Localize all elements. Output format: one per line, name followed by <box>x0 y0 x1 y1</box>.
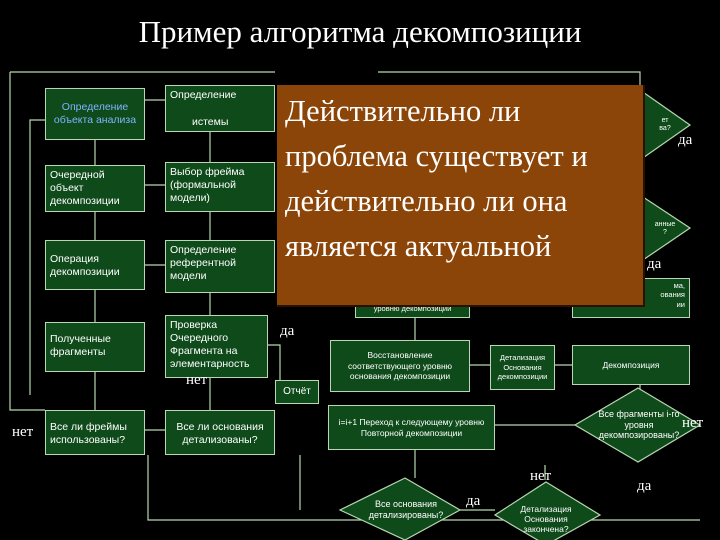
label-yes-all-fragments: да <box>637 478 652 494</box>
diamond-mid-right-text: анные ? <box>640 214 690 244</box>
restore-basis-box: Восстановление соответствующего уровню о… <box>330 340 470 392</box>
callout-line-1: Действительно ли <box>285 94 521 128</box>
diamond-bases-detailed <box>338 477 462 540</box>
detail-basis-box: Детализация Основания декомпозиции <box>490 345 555 390</box>
reference-model-box: Определение референтной модели <box>165 240 275 293</box>
next-level-box: i=i+1 Переход к следующему уровню Повтор… <box>328 405 495 450</box>
callout-line-3: действительно ли она <box>285 184 568 218</box>
label-yes-bases: да <box>466 493 481 509</box>
label-no-all-fragments: нет <box>682 415 704 431</box>
frame-choice-box: Выбор фрейма (формальной модели) <box>165 162 275 212</box>
slide-title: Пример алгоритма декомпозиции <box>138 14 582 49</box>
right-fragment-line-c: ии <box>676 299 685 309</box>
decomposition-operation-box: Операция декомпозиции <box>45 240 145 290</box>
diamond-all-fragments <box>573 387 702 463</box>
define-object-box: Определение объекта анализа <box>45 88 145 140</box>
callout-line-2: проблема существует и <box>285 139 588 173</box>
define-system-tail: истемы <box>192 116 229 129</box>
label-yes-mid-right: да <box>647 256 662 272</box>
define-system-box: Определение истемы <box>165 85 275 132</box>
question-callout: Действительно ли проблема существует и д… <box>277 85 645 307</box>
diamond-bases-detailed-text: Все основания детализированы? <box>368 499 444 520</box>
fragments-box: Полученные фрагменты <box>45 322 145 372</box>
diamond-top-right-line-a: ет <box>661 116 669 124</box>
diamond-top-right-text: ет ва? <box>640 110 690 140</box>
diamond-mid-right-line-a: анные <box>654 220 676 228</box>
diamond-mid-right-line-b: ? <box>663 229 667 236</box>
right-fragment-line-b: ования <box>660 290 685 300</box>
label-no-frames: нет <box>12 424 34 440</box>
define-system-label: Определение <box>170 89 237 101</box>
right-fragment-line-a: ма, <box>673 281 685 290</box>
label-yes-check: да <box>280 323 295 339</box>
diamond-all-fragments-text: Все фрагменты i-го уровня декомпозирован… <box>598 408 680 441</box>
label-no-check: нет <box>186 372 208 388</box>
diamond-detail-done-text: Детализация Основания закончена? <box>520 503 572 535</box>
diamond-detail-done <box>493 481 602 540</box>
all-frames-box: Все ли фреймы использованы? <box>45 410 145 455</box>
check-fragment-box: Проверка Очередного Фрагмента на элемент… <box>165 315 268 378</box>
report-box: Отчёт <box>275 380 319 404</box>
callout-line-4: является актуальной <box>285 229 552 263</box>
label-no-bases: нет <box>530 468 552 484</box>
all-bases-box: Все ли основания детализованы? <box>165 410 275 455</box>
label-yes-top-right: да <box>678 132 693 148</box>
decomposition-box: Декомпозиция <box>572 345 690 385</box>
diamond-top-right-line-b: ва? <box>659 125 671 132</box>
next-object-box: Очередной объект декомпозиции <box>45 165 145 212</box>
